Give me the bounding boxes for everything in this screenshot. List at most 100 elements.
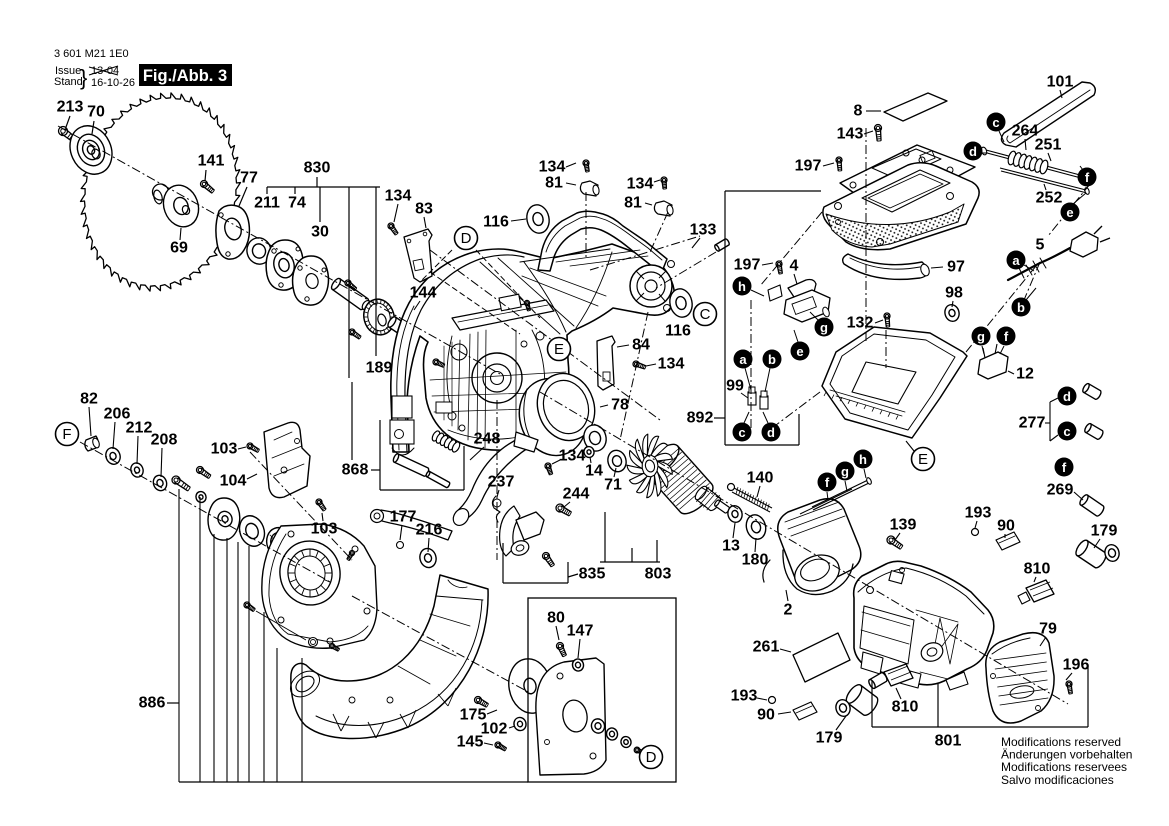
svg-text:f: f: [1062, 460, 1067, 475]
svg-text:83: 83: [415, 201, 433, 218]
svg-text:801: 801: [935, 733, 962, 750]
svg-text:810: 810: [892, 699, 919, 716]
svg-text:116: 116: [665, 323, 691, 340]
svg-text:868: 868: [342, 462, 369, 479]
svg-text:175: 175: [460, 707, 487, 724]
svg-text:830: 830: [304, 160, 331, 177]
svg-text:c: c: [1063, 424, 1070, 439]
svg-text:a: a: [1012, 253, 1020, 268]
svg-text:}: }: [80, 65, 87, 90]
svg-text:248: 248: [474, 431, 501, 448]
svg-text:103: 103: [211, 441, 238, 458]
svg-text:98: 98: [945, 285, 963, 302]
svg-text:F: F: [62, 426, 71, 443]
svg-text:30: 30: [311, 224, 329, 241]
svg-text:252: 252: [1036, 190, 1063, 207]
svg-text:216: 216: [416, 522, 443, 539]
svg-text:134: 134: [658, 356, 685, 373]
svg-text:212: 212: [126, 420, 153, 437]
svg-text:133: 133: [690, 222, 717, 239]
svg-text:3 601 M21 1E0: 3 601 M21 1E0: [54, 48, 129, 60]
svg-text:269: 269: [1047, 482, 1074, 499]
svg-text:104: 104: [220, 473, 247, 490]
svg-text:810: 810: [1024, 561, 1051, 578]
svg-text:d: d: [1063, 389, 1071, 404]
svg-text:Salvo modificaciones: Salvo modificaciones: [1001, 773, 1114, 787]
svg-text:b: b: [768, 352, 776, 367]
svg-text:f: f: [1004, 329, 1009, 344]
svg-text:189: 189: [366, 360, 393, 377]
svg-text:Stand: Stand: [54, 76, 83, 88]
svg-text:134: 134: [539, 159, 566, 176]
svg-text:97: 97: [947, 259, 965, 276]
svg-text:b: b: [1017, 300, 1025, 315]
svg-text:E: E: [554, 341, 564, 358]
svg-text:8: 8: [854, 103, 863, 120]
svg-text:80: 80: [547, 610, 565, 627]
svg-text:102: 102: [481, 721, 508, 738]
svg-text:h: h: [859, 452, 867, 467]
svg-text:211: 211: [254, 195, 280, 212]
svg-text:Änderungen vorbehalten: Änderungen vorbehalten: [1001, 748, 1132, 762]
svg-text:Modifications reserved: Modifications reserved: [1001, 735, 1121, 749]
svg-text:e: e: [796, 344, 803, 359]
svg-text:132: 132: [847, 315, 874, 332]
svg-text:74: 74: [288, 195, 306, 212]
svg-text:D: D: [461, 230, 472, 247]
svg-text:206: 206: [104, 406, 131, 423]
svg-text:141: 141: [198, 153, 225, 170]
svg-text:145: 145: [457, 734, 484, 751]
svg-text:77: 77: [240, 170, 258, 187]
svg-text:144: 144: [410, 285, 437, 302]
svg-text:81: 81: [545, 175, 563, 192]
svg-text:90: 90: [757, 707, 775, 724]
svg-text:g: g: [841, 464, 849, 479]
svg-text:78: 78: [611, 397, 629, 414]
svg-text:197: 197: [734, 257, 761, 274]
svg-text:251: 251: [1035, 137, 1062, 154]
svg-text:4: 4: [790, 258, 799, 275]
svg-text:C: C: [700, 306, 711, 323]
svg-text:h: h: [738, 279, 746, 294]
svg-text:147: 147: [567, 623, 594, 640]
svg-text:69: 69: [170, 240, 188, 257]
svg-text:f: f: [1085, 170, 1090, 185]
svg-text:e: e: [1066, 205, 1073, 220]
svg-text:d: d: [969, 144, 977, 159]
svg-text:a: a: [739, 352, 747, 367]
svg-text:84: 84: [632, 337, 650, 354]
svg-text:103: 103: [311, 521, 338, 538]
svg-text:886: 886: [139, 695, 166, 712]
svg-text:116: 116: [483, 214, 509, 231]
svg-text:5: 5: [1036, 237, 1045, 254]
svg-text:208: 208: [151, 432, 178, 449]
svg-text:90: 90: [997, 518, 1015, 535]
svg-text:14: 14: [585, 463, 603, 480]
svg-text:143: 143: [837, 126, 864, 143]
svg-text:180: 180: [742, 552, 769, 569]
svg-text:70: 70: [87, 104, 105, 121]
svg-text:101: 101: [1047, 74, 1074, 91]
svg-text:D: D: [646, 749, 657, 766]
svg-text:237: 237: [488, 474, 515, 491]
svg-text:134: 134: [385, 188, 412, 205]
svg-text:79: 79: [1039, 621, 1057, 638]
svg-text:81: 81: [624, 195, 642, 212]
svg-text:140: 140: [747, 470, 774, 487]
svg-text:E: E: [918, 451, 928, 468]
svg-text:892: 892: [687, 410, 714, 427]
svg-text:82: 82: [80, 391, 98, 408]
svg-text:197: 197: [795, 158, 822, 175]
svg-text:277: 277: [1019, 415, 1046, 432]
svg-text:179: 179: [1091, 523, 1118, 540]
svg-text:244: 244: [563, 486, 590, 503]
svg-text:c: c: [992, 115, 999, 130]
svg-text:d: d: [767, 425, 775, 440]
svg-text:803: 803: [645, 566, 672, 583]
svg-text:213: 213: [57, 99, 84, 116]
svg-text:12: 12: [1016, 366, 1034, 383]
svg-text:835: 835: [579, 566, 606, 583]
svg-text:16-10-26: 16-10-26: [91, 77, 135, 89]
svg-text:Issue: Issue: [55, 65, 81, 77]
svg-text:f: f: [825, 475, 830, 490]
